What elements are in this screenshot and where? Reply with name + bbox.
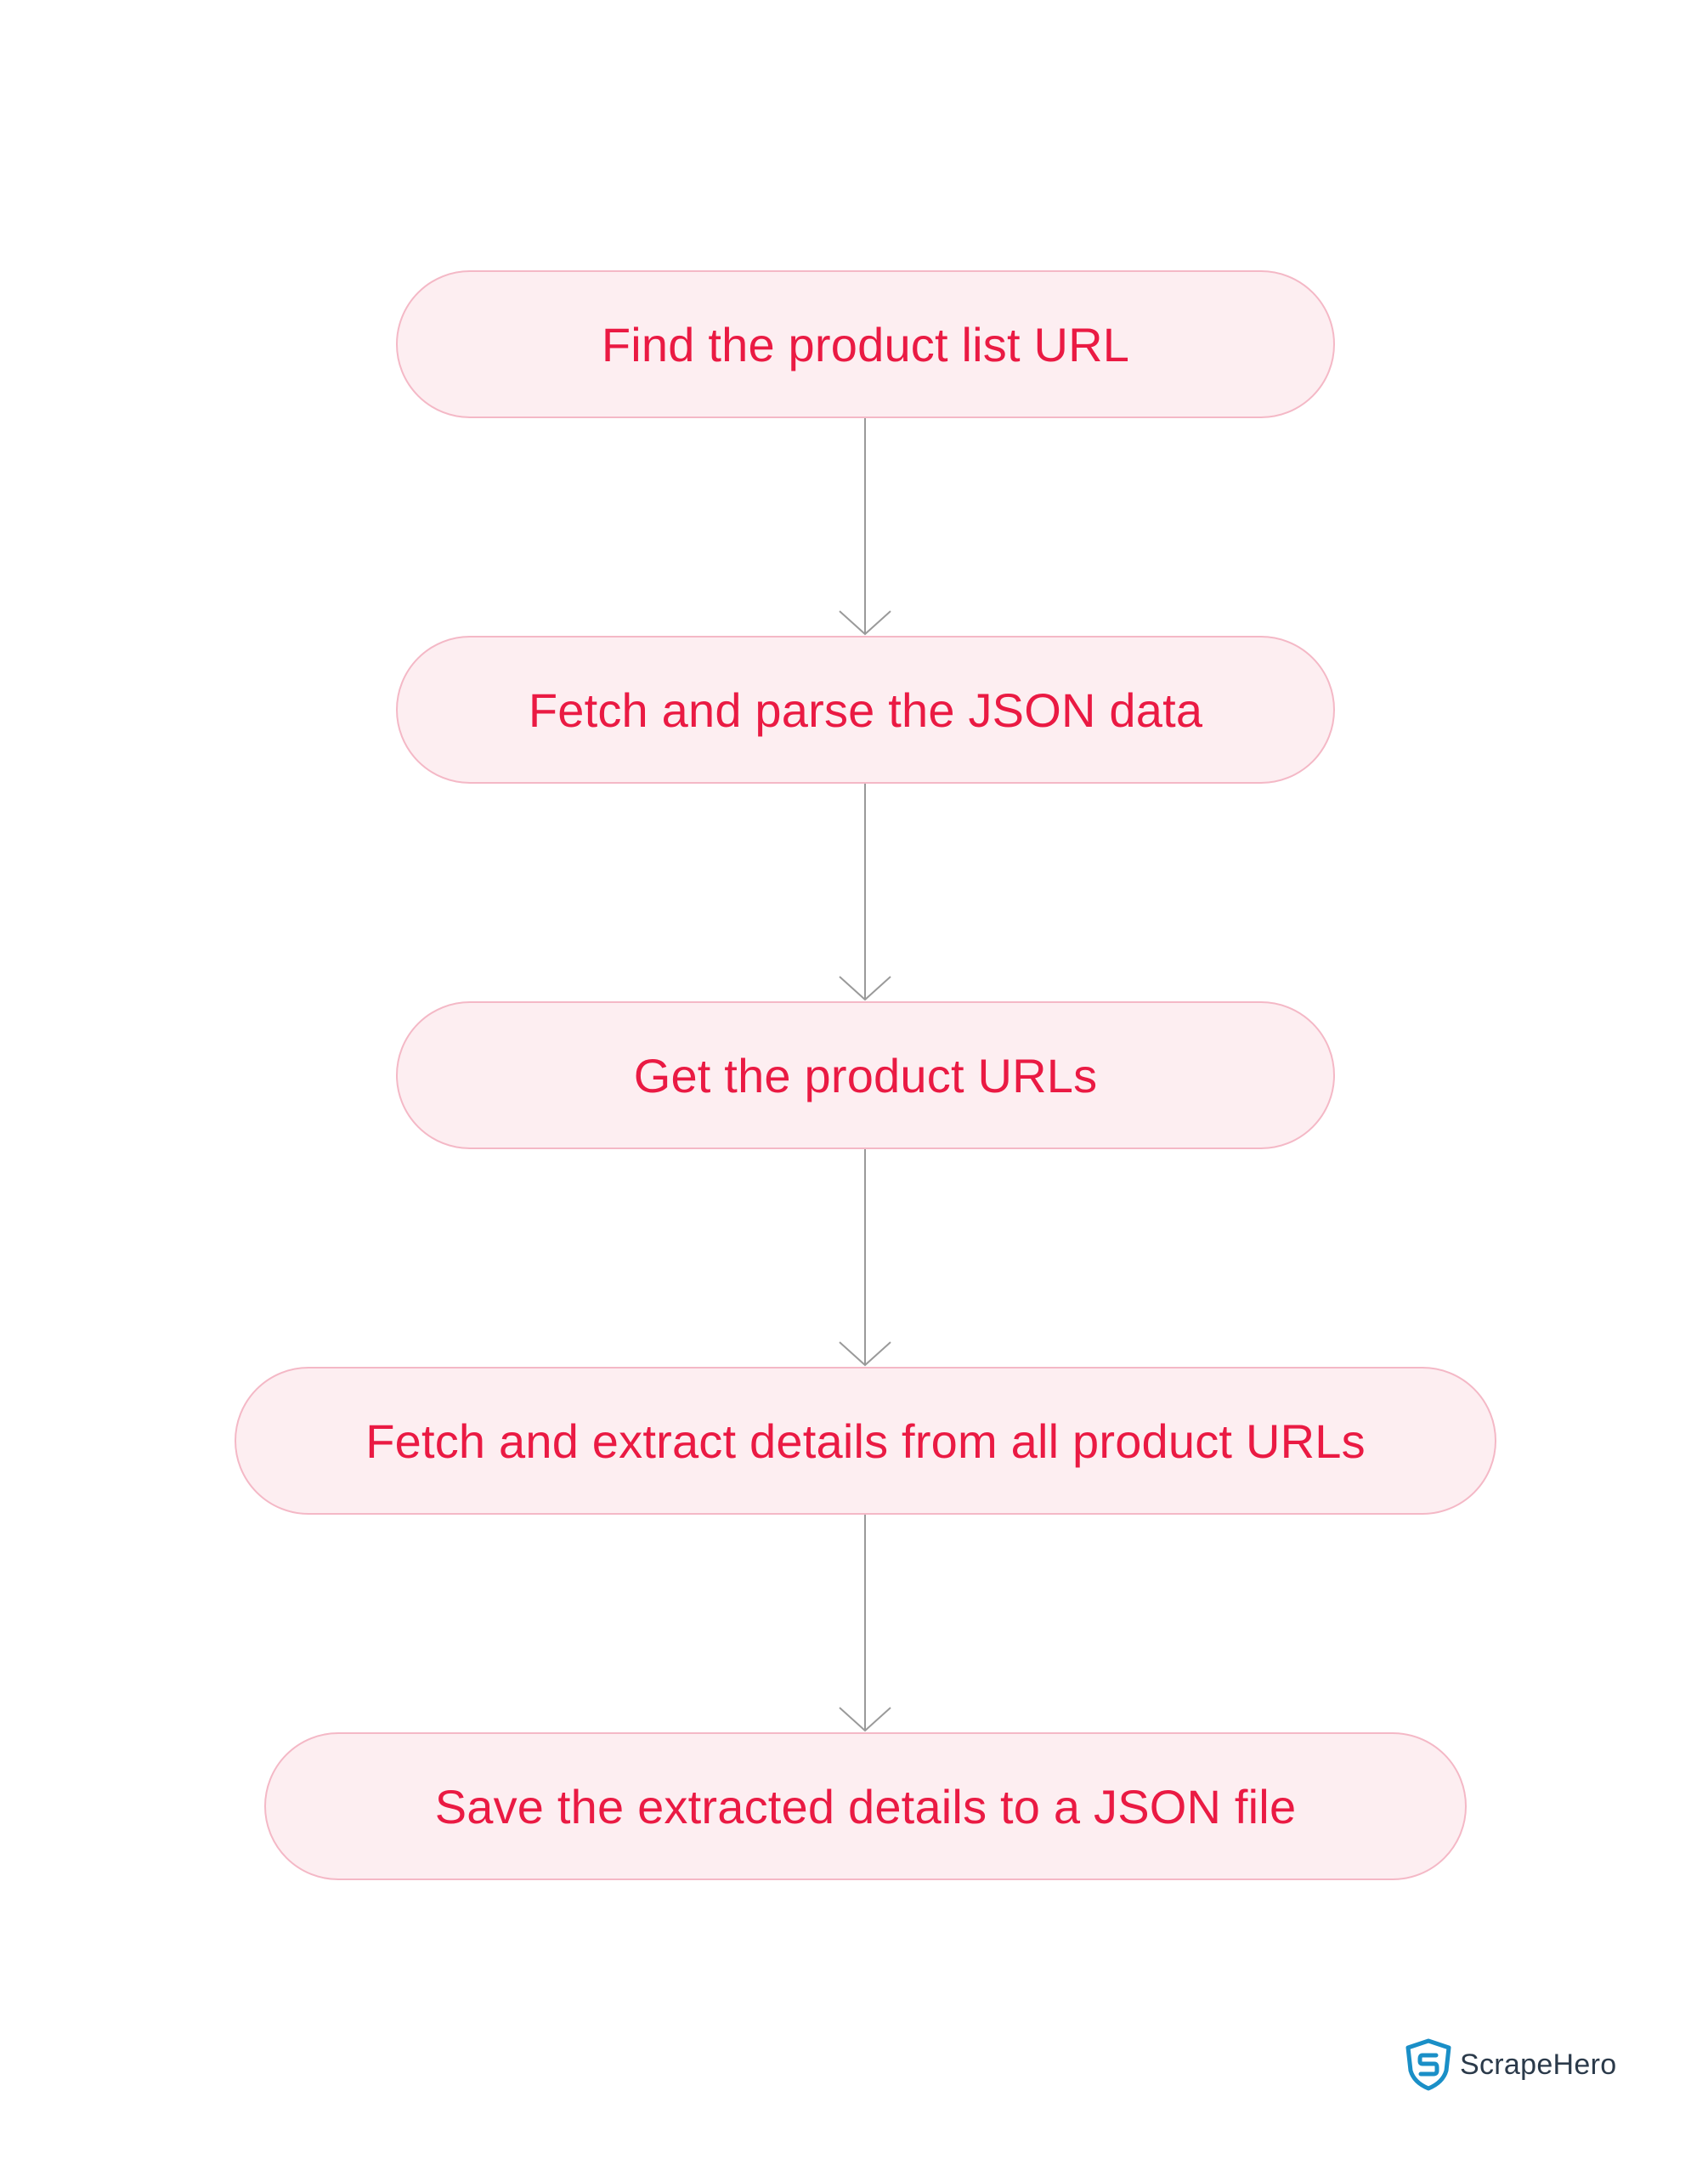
shield-s-icon [1405,2038,1451,2091]
step-find-product-list-url: Find the product list URL [396,270,1335,418]
step-label: Fetch and extract details from all produ… [365,1414,1366,1468]
step-fetch-parse-json: Fetch and parse the JSON data [396,636,1335,784]
step-label: Find the product list URL [601,317,1130,371]
step-save-to-json-file: Save the extracted details to a JSON fil… [264,1732,1467,1880]
step-get-product-urls: Get the product URLs [396,1001,1335,1149]
step-label: Get the product URLs [633,1048,1098,1102]
arrow-3-to-4 [839,1149,891,1367]
arrow-4-to-5 [839,1515,891,1732]
step-label: Fetch and parse the JSON data [528,683,1203,737]
step-label: Save the extracted details to a JSON fil… [434,1779,1297,1833]
arrow-2-to-3 [839,784,891,1001]
scrapehero-logo: ScrapeHero [1404,2038,1616,2091]
step-fetch-extract-details: Fetch and extract details from all produ… [235,1367,1496,1515]
logo-text: ScrapeHero [1460,2048,1617,2081]
arrow-1-to-2 [839,418,891,636]
